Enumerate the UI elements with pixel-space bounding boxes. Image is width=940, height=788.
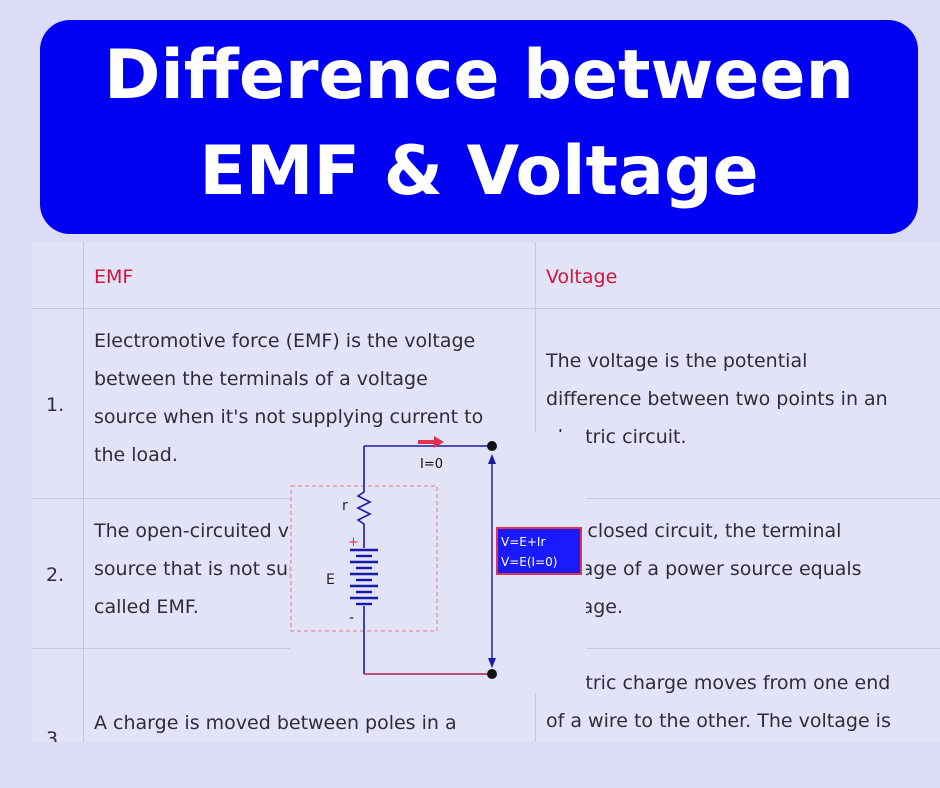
battery bbox=[350, 548, 378, 606]
current-arrow-head bbox=[434, 436, 444, 448]
bottom-background bbox=[0, 742, 940, 788]
voltage-cell: The voltage is the potential difference … bbox=[546, 350, 888, 448]
row-number: 1. bbox=[46, 394, 65, 416]
plus-label: + bbox=[348, 535, 359, 550]
emf-column-header: EMF bbox=[94, 266, 134, 288]
row-divider bbox=[32, 308, 940, 309]
emf-cell: Electromotive force (EMF) is the voltage… bbox=[94, 330, 484, 466]
voltage-cell: Electric charge moves from one end of a … bbox=[546, 672, 891, 732]
title-banner: Difference between EMF & Voltage bbox=[40, 20, 918, 234]
title-line-2: EMF & Voltage bbox=[199, 132, 759, 211]
voltage-column-header: Voltage bbox=[546, 266, 618, 288]
current-label: I=0 bbox=[420, 457, 443, 472]
voltage-cell: In a closed circuit, the terminal voltag… bbox=[546, 520, 862, 618]
row-number: 3. bbox=[46, 728, 65, 742]
terminal-top bbox=[487, 441, 497, 451]
terminal-bottom bbox=[487, 669, 497, 679]
title-line-1: Difference between bbox=[104, 36, 854, 115]
minus-label: - bbox=[349, 610, 354, 626]
resistor-label: r bbox=[342, 498, 348, 514]
voltage-arrow-head-down bbox=[488, 658, 496, 668]
formula-box bbox=[496, 527, 582, 575]
formula-line-2: V=E(I=0) bbox=[501, 555, 557, 569]
row-number: 2. bbox=[46, 564, 65, 586]
voltage-arrow-head-up bbox=[488, 454, 496, 464]
resistor bbox=[356, 488, 372, 532]
column-divider bbox=[83, 242, 84, 742]
formula-line-1: V=E+Ir bbox=[501, 535, 545, 549]
emf-cell: A charge is moved between poles in a bbox=[94, 712, 457, 734]
source-label: E bbox=[326, 572, 335, 588]
circuit-diagram: r + E - I=0 V=E+Ir V=E(I=0) bbox=[290, 436, 582, 679]
